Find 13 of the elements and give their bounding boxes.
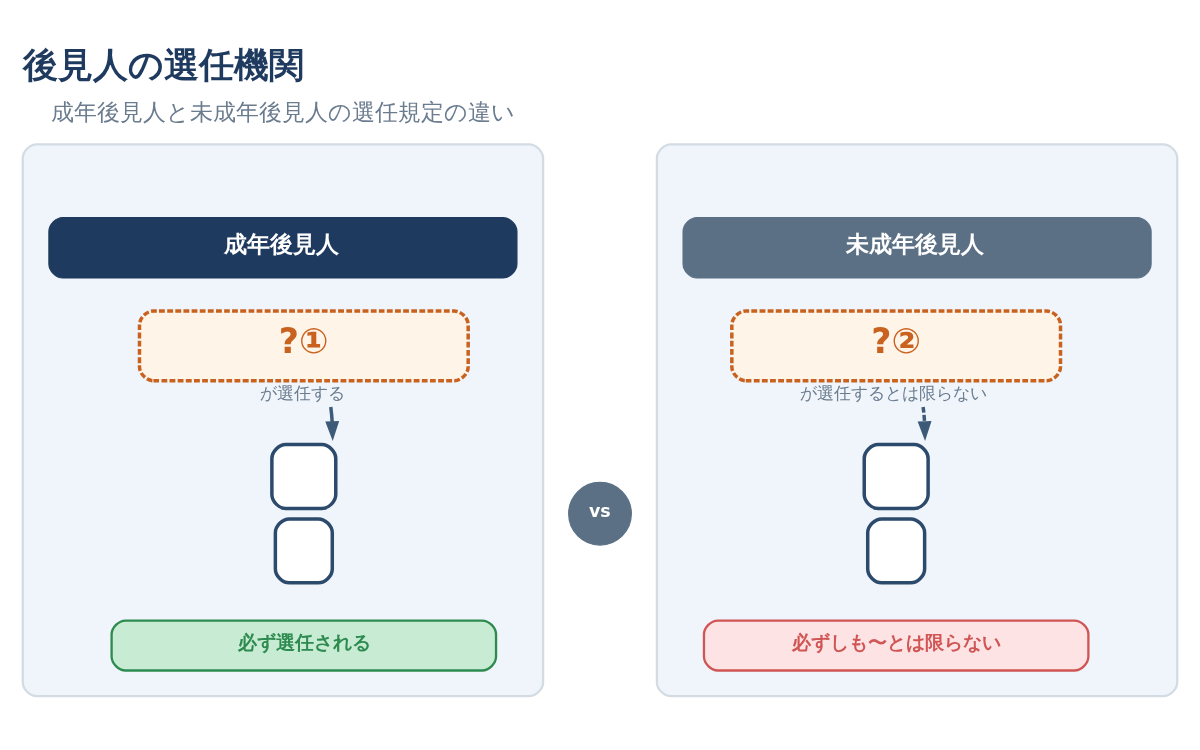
- arrow: [325, 406, 340, 441]
- node-box: 必ずしも〜とは限らない: [702, 618, 1090, 672]
- node-box: 必ず選任される: [110, 618, 498, 672]
- cluster: [655, 142, 1179, 697]
- node-box: 成年後見人: [48, 216, 518, 278]
- cluster: [21, 142, 545, 697]
- node-label: が選任するとは限らない: [799, 382, 987, 403]
- diagram-title: 後見人の選任機関: [22, 44, 304, 85]
- node-circle: vs: [568, 481, 632, 546]
- label: 成年後見人と未成年後見人の選任規定の違い: [50, 97, 515, 125]
- node-box: 未成年後見人: [682, 216, 1152, 278]
- arrow: [917, 406, 932, 441]
- node-label: が選任する: [259, 382, 345, 403]
